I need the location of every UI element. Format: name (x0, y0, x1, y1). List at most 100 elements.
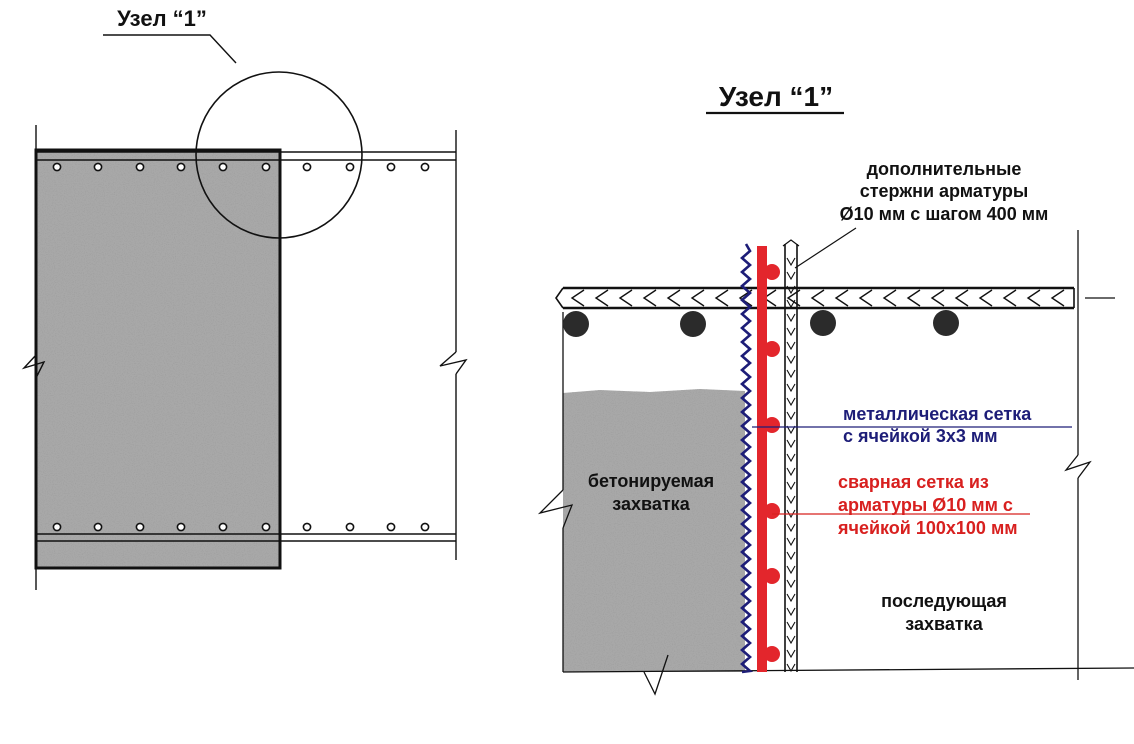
rebar-circles (563, 310, 959, 337)
rebar-chevron (594, 289, 609, 307)
node-label-right: Узел “1” (719, 81, 833, 112)
zone-left-break (537, 489, 574, 529)
board-chevron (786, 481, 796, 491)
welded-mesh-bar (757, 246, 767, 672)
left-break-mark (21, 354, 46, 379)
board-chevron (786, 313, 796, 323)
rebar-dot (93, 162, 103, 172)
rebar-dot (52, 522, 62, 532)
rebar-chevron (1002, 289, 1017, 307)
rebar-note-line3: Ø10 мм с шагом 400 мм (840, 204, 1049, 224)
rebar-dot (135, 162, 145, 172)
rebar-chevron (906, 289, 921, 307)
rebar-chevron (978, 289, 993, 307)
rebar-dot (135, 522, 145, 532)
right-break-mark (439, 351, 468, 375)
board-chevron (786, 397, 796, 407)
rebar-circle (563, 311, 589, 337)
board-chevron (786, 453, 796, 463)
concrete-block-left (36, 150, 280, 568)
rebar-circle (933, 310, 959, 336)
welded-mesh-note-line1: сварная сетка из (838, 472, 989, 492)
board-top-mark (782, 239, 800, 247)
node-leader-line (103, 34, 237, 64)
rebar-chevron (1026, 289, 1041, 307)
rebar-chevron (810, 289, 825, 307)
rebar-note-leader (794, 227, 857, 269)
rebar-dot (218, 162, 228, 172)
rebar-dot (345, 522, 355, 532)
concreted-zone-fill (563, 389, 745, 672)
board-chevron (786, 495, 796, 505)
rebar-dot (261, 522, 271, 532)
metal-mesh-note-line2: с ячейкой 3х3 мм (843, 426, 998, 446)
welded-mesh-note-line3: ячейкой 100х100 мм (837, 518, 1018, 538)
rebar-circle (680, 311, 706, 337)
board-chevron (786, 355, 796, 365)
rebar-dots-bottom (52, 522, 430, 532)
board-chevron (786, 663, 796, 673)
board-chevron (786, 425, 796, 435)
board-chevron (786, 411, 796, 421)
metal-mesh-line (740, 243, 754, 674)
rebar-dot (386, 522, 396, 532)
board-chevron (786, 439, 796, 449)
rebar-chevron (642, 289, 657, 307)
board-chevron (786, 369, 796, 379)
rebar-chevron (618, 289, 633, 307)
next-zone-line1: последующая (881, 591, 1007, 611)
concreted-zone-line1: бетонируемая (588, 471, 714, 491)
rebar-chevron (666, 289, 681, 307)
rebar-note-line2: стержни арматуры (860, 181, 1029, 201)
rebar-dot (345, 162, 355, 172)
board-chevron (786, 565, 796, 575)
rebar-chevron (570, 289, 585, 307)
rebar-dot (93, 522, 103, 532)
formwork-board (782, 239, 800, 673)
zone-bottom-break (643, 654, 669, 696)
board-chevron (786, 551, 796, 561)
rebar-chevron (954, 289, 969, 307)
rebar-dot (218, 522, 228, 532)
rebar-chevron (858, 289, 873, 307)
right-detail: Узел “1” дополнительные стержни арматуры… (537, 81, 1134, 696)
board-chevron (786, 467, 796, 477)
metal-mesh-note-line1: металлическая сетка (843, 404, 1032, 424)
concrete-block-left-outline (34, 148, 282, 570)
horizontal-rebar (555, 286, 1115, 310)
rebar-dot (386, 162, 396, 172)
board-chevron (786, 341, 796, 351)
left-detail: Узел “1” (21, 6, 468, 590)
board-chevron (786, 383, 796, 393)
rebar-dot (52, 162, 62, 172)
rebar-circle (810, 310, 836, 336)
board-chevron (786, 257, 796, 267)
rebar-chevron (786, 289, 801, 307)
rebar-chevron (930, 289, 945, 307)
board-chevron (786, 271, 796, 281)
zone-bottom-line (562, 667, 1134, 673)
rebar-chevron (690, 289, 705, 307)
board-chevron (786, 523, 796, 533)
concreted-zone-line2: захватка (612, 494, 690, 514)
rebar-note-line1: дополнительные (867, 159, 1022, 179)
board-chevron (786, 285, 796, 295)
welded-mesh-dots (764, 264, 780, 662)
board-chevron (786, 607, 796, 617)
board-chevron (786, 299, 796, 309)
board-chevron (786, 635, 796, 645)
rebar-dot (302, 162, 312, 172)
rebar-dot (420, 162, 430, 172)
far-right-break (1064, 454, 1092, 479)
rebar-dots-top (52, 162, 430, 172)
rebar-chevron (834, 289, 849, 307)
board-chevron (786, 621, 796, 631)
rebar-chevron (714, 289, 729, 307)
rebar-dot (176, 522, 186, 532)
board-chevron (786, 509, 796, 519)
node-label-left: Узел “1” (117, 6, 207, 31)
rebar-dot (302, 522, 312, 532)
welded-mesh-note-line2: арматуры Ø10 мм с (838, 495, 1013, 515)
node-circle (195, 71, 363, 239)
